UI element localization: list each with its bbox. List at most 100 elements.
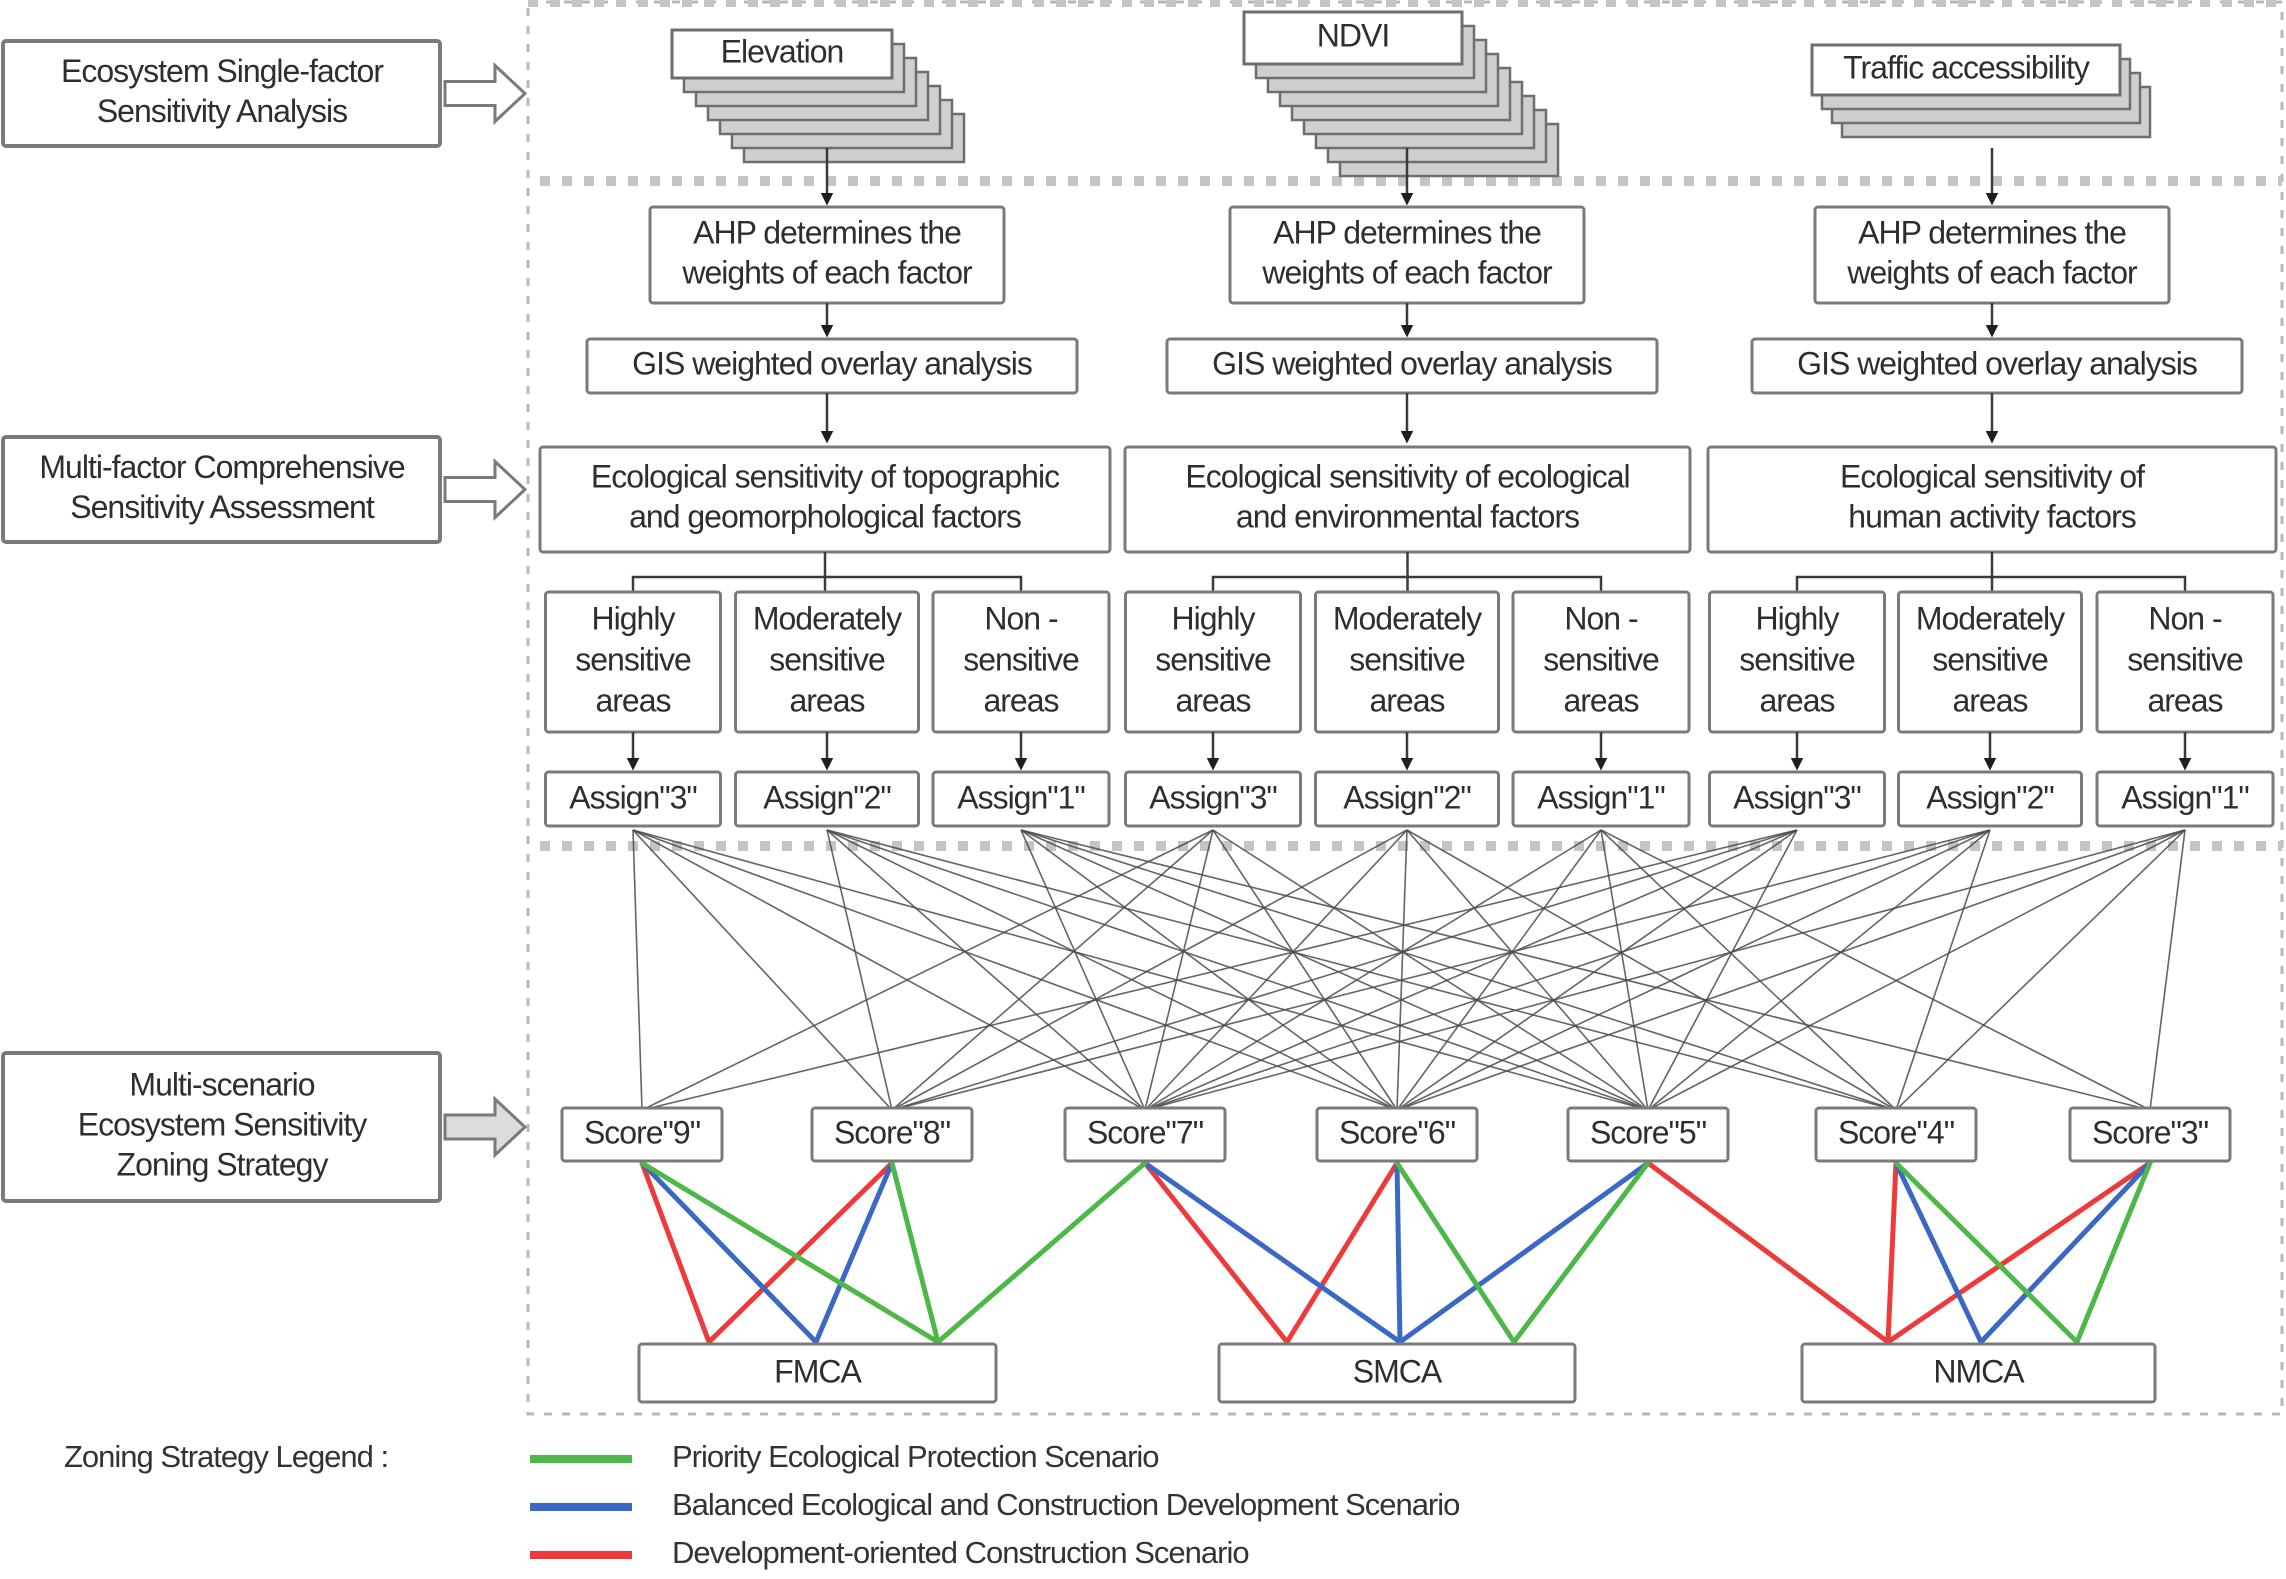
bracket xyxy=(1795,575,2187,592)
network-link xyxy=(1212,829,1649,1111)
zone-box[interactable] xyxy=(637,1342,998,1404)
gis-box[interactable] xyxy=(1165,337,1659,395)
stage-box[interactable] xyxy=(1,1051,442,1203)
zoning-link-blue xyxy=(1142,1160,1403,1345)
stage-box[interactable] xyxy=(1,39,442,148)
score-box[interactable] xyxy=(560,1106,724,1163)
sensitivity-group-label-line: Ecological sensitivity of ecological xyxy=(1185,458,1629,494)
score-box[interactable] xyxy=(1063,1106,1227,1163)
ahp-label-line: AHP determines the xyxy=(1858,214,2126,250)
assign-box[interactable] xyxy=(931,770,1111,828)
assign-label: Assign"3" xyxy=(1733,779,1861,815)
network-link xyxy=(1144,829,1798,1111)
zoning-link-green xyxy=(1511,1160,1651,1345)
network-link xyxy=(632,829,893,1111)
zone-fmca: FMCA xyxy=(637,1342,998,1404)
sensitivity-group-label-line: human activity factors xyxy=(1848,498,2135,534)
network-link xyxy=(2149,829,2186,1111)
score-label: Score"3" xyxy=(2092,1114,2208,1150)
stage-label-line: Ecosystem Sensitivity xyxy=(78,1106,367,1142)
zoning-link-blue xyxy=(639,1160,819,1345)
score-4: Score"4" xyxy=(1814,1106,1978,1163)
network-link xyxy=(1020,829,1146,1111)
area-class-label-line: sensitive xyxy=(1543,641,1659,677)
stage-label-line: Multi-factor Comprehensive xyxy=(39,449,404,485)
area-class-label-line: Highly xyxy=(1172,600,1256,636)
assign-label: Assign"1" xyxy=(957,779,1085,815)
zoning-link-red xyxy=(1885,1160,2153,1345)
legend-label: Balanced Ecological and Construction Dev… xyxy=(672,1487,1459,1522)
area-class-label-line: sensitive xyxy=(2127,641,2243,677)
network-link xyxy=(1406,829,1649,1111)
factor-label: Traffic accessibility xyxy=(1843,49,2090,85)
stage-label-line: Sensitivity Analysis xyxy=(97,93,347,129)
score-box[interactable] xyxy=(810,1106,974,1163)
sensitivity-group-label-line: and environmental factors xyxy=(1236,498,1579,534)
assign-box[interactable] xyxy=(1897,770,2083,828)
zoning-link-red xyxy=(1885,1160,1899,1345)
stage-label-line: Multi-scenario xyxy=(129,1066,314,1102)
assign-label: Assign"2" xyxy=(1343,779,1471,815)
area-class-label-line: areas xyxy=(789,682,864,718)
zone-label: SMCA xyxy=(1353,1353,1443,1389)
score-box[interactable] xyxy=(1814,1106,1978,1163)
area-class-label-line: areas xyxy=(1952,682,2027,718)
network-link xyxy=(641,829,1798,1111)
zoning-link-red xyxy=(706,1160,895,1345)
area-class-label-line: areas xyxy=(983,682,1058,718)
ahp-label-line: AHP determines the xyxy=(693,214,961,250)
gis-label: GIS weighted overlay analysis xyxy=(1797,345,2197,381)
area-class-label-line: sensitive xyxy=(769,641,885,677)
assign-box[interactable] xyxy=(1124,770,1302,828)
area-class-label-line: areas xyxy=(1563,682,1638,718)
network-link xyxy=(632,829,1398,1111)
assign-box[interactable] xyxy=(1511,770,1691,828)
assign-box[interactable] xyxy=(1314,770,1500,828)
legend-item-green: Priority Ecological Protection Scenario xyxy=(530,1439,1160,1474)
score-label: Score"7" xyxy=(1087,1114,1203,1150)
gis-box[interactable] xyxy=(1750,337,2244,395)
score-box[interactable] xyxy=(2068,1106,2232,1163)
zone-box[interactable] xyxy=(1800,1342,2157,1404)
factor-box[interactable] xyxy=(1242,10,1464,66)
factor-box[interactable] xyxy=(1810,43,2122,97)
assign-box[interactable] xyxy=(734,770,920,828)
assign-box[interactable] xyxy=(1708,770,1886,828)
zoning-link-green xyxy=(935,1160,1148,1345)
score-box[interactable] xyxy=(1566,1106,1730,1163)
factor-box[interactable] xyxy=(670,28,894,80)
assign-box[interactable] xyxy=(2095,770,2275,828)
stage-box[interactable] xyxy=(1,435,442,544)
area-class-label-line: sensitive xyxy=(963,641,1079,677)
zoning-link-green xyxy=(2074,1160,2153,1345)
network-link xyxy=(641,829,1214,1111)
score-label: Score"8" xyxy=(834,1114,950,1150)
stage-label-line: Zoning Strategy xyxy=(117,1146,329,1182)
area-class-label-line: areas xyxy=(1759,682,1834,718)
assign-label: Assign"3" xyxy=(1149,779,1277,815)
score-5: Score"5" xyxy=(1566,1106,1730,1163)
ahp-label-line: weights of each factor xyxy=(1261,254,1553,290)
network-link xyxy=(1406,829,1897,1111)
area-class-label-line: Non - xyxy=(984,600,1058,636)
score-box[interactable] xyxy=(1315,1106,1479,1163)
network-link xyxy=(1895,829,2186,1111)
assign-box[interactable] xyxy=(544,770,722,828)
sensitivity-group-label-line: Ecological sensitivity of xyxy=(1840,458,2145,494)
network-link xyxy=(1212,829,1398,1111)
network-link xyxy=(1144,829,1214,1111)
legend: Zoning Strategy Legend : Priority Ecolog… xyxy=(64,1439,1460,1570)
zoning-link-green xyxy=(1893,1160,2080,1345)
zoning-link-blue xyxy=(1394,1160,1403,1345)
zone-box[interactable] xyxy=(1217,1342,1577,1404)
stage-label-line: Sensitivity Assessment xyxy=(70,489,375,525)
gis-box[interactable] xyxy=(585,337,1079,395)
score-6: Score"6" xyxy=(1315,1106,1479,1163)
assign-label: Assign"3" xyxy=(569,779,697,815)
zoning-link-green xyxy=(1394,1160,1517,1345)
